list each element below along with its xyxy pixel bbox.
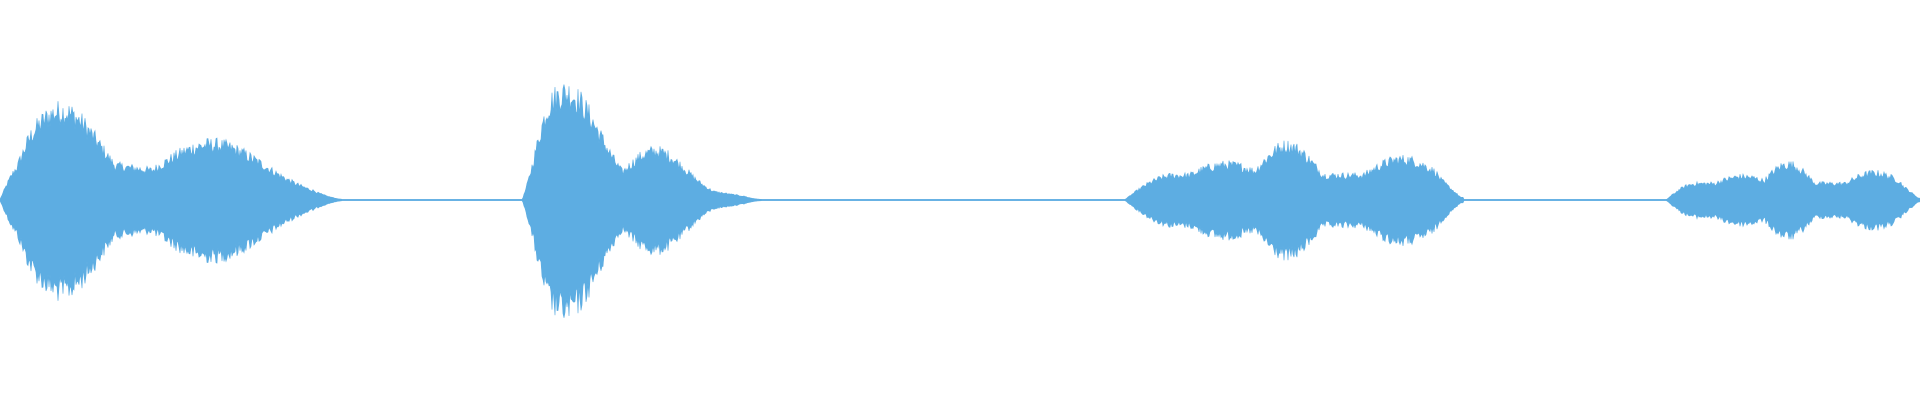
waveform-envelope [0,84,1920,318]
